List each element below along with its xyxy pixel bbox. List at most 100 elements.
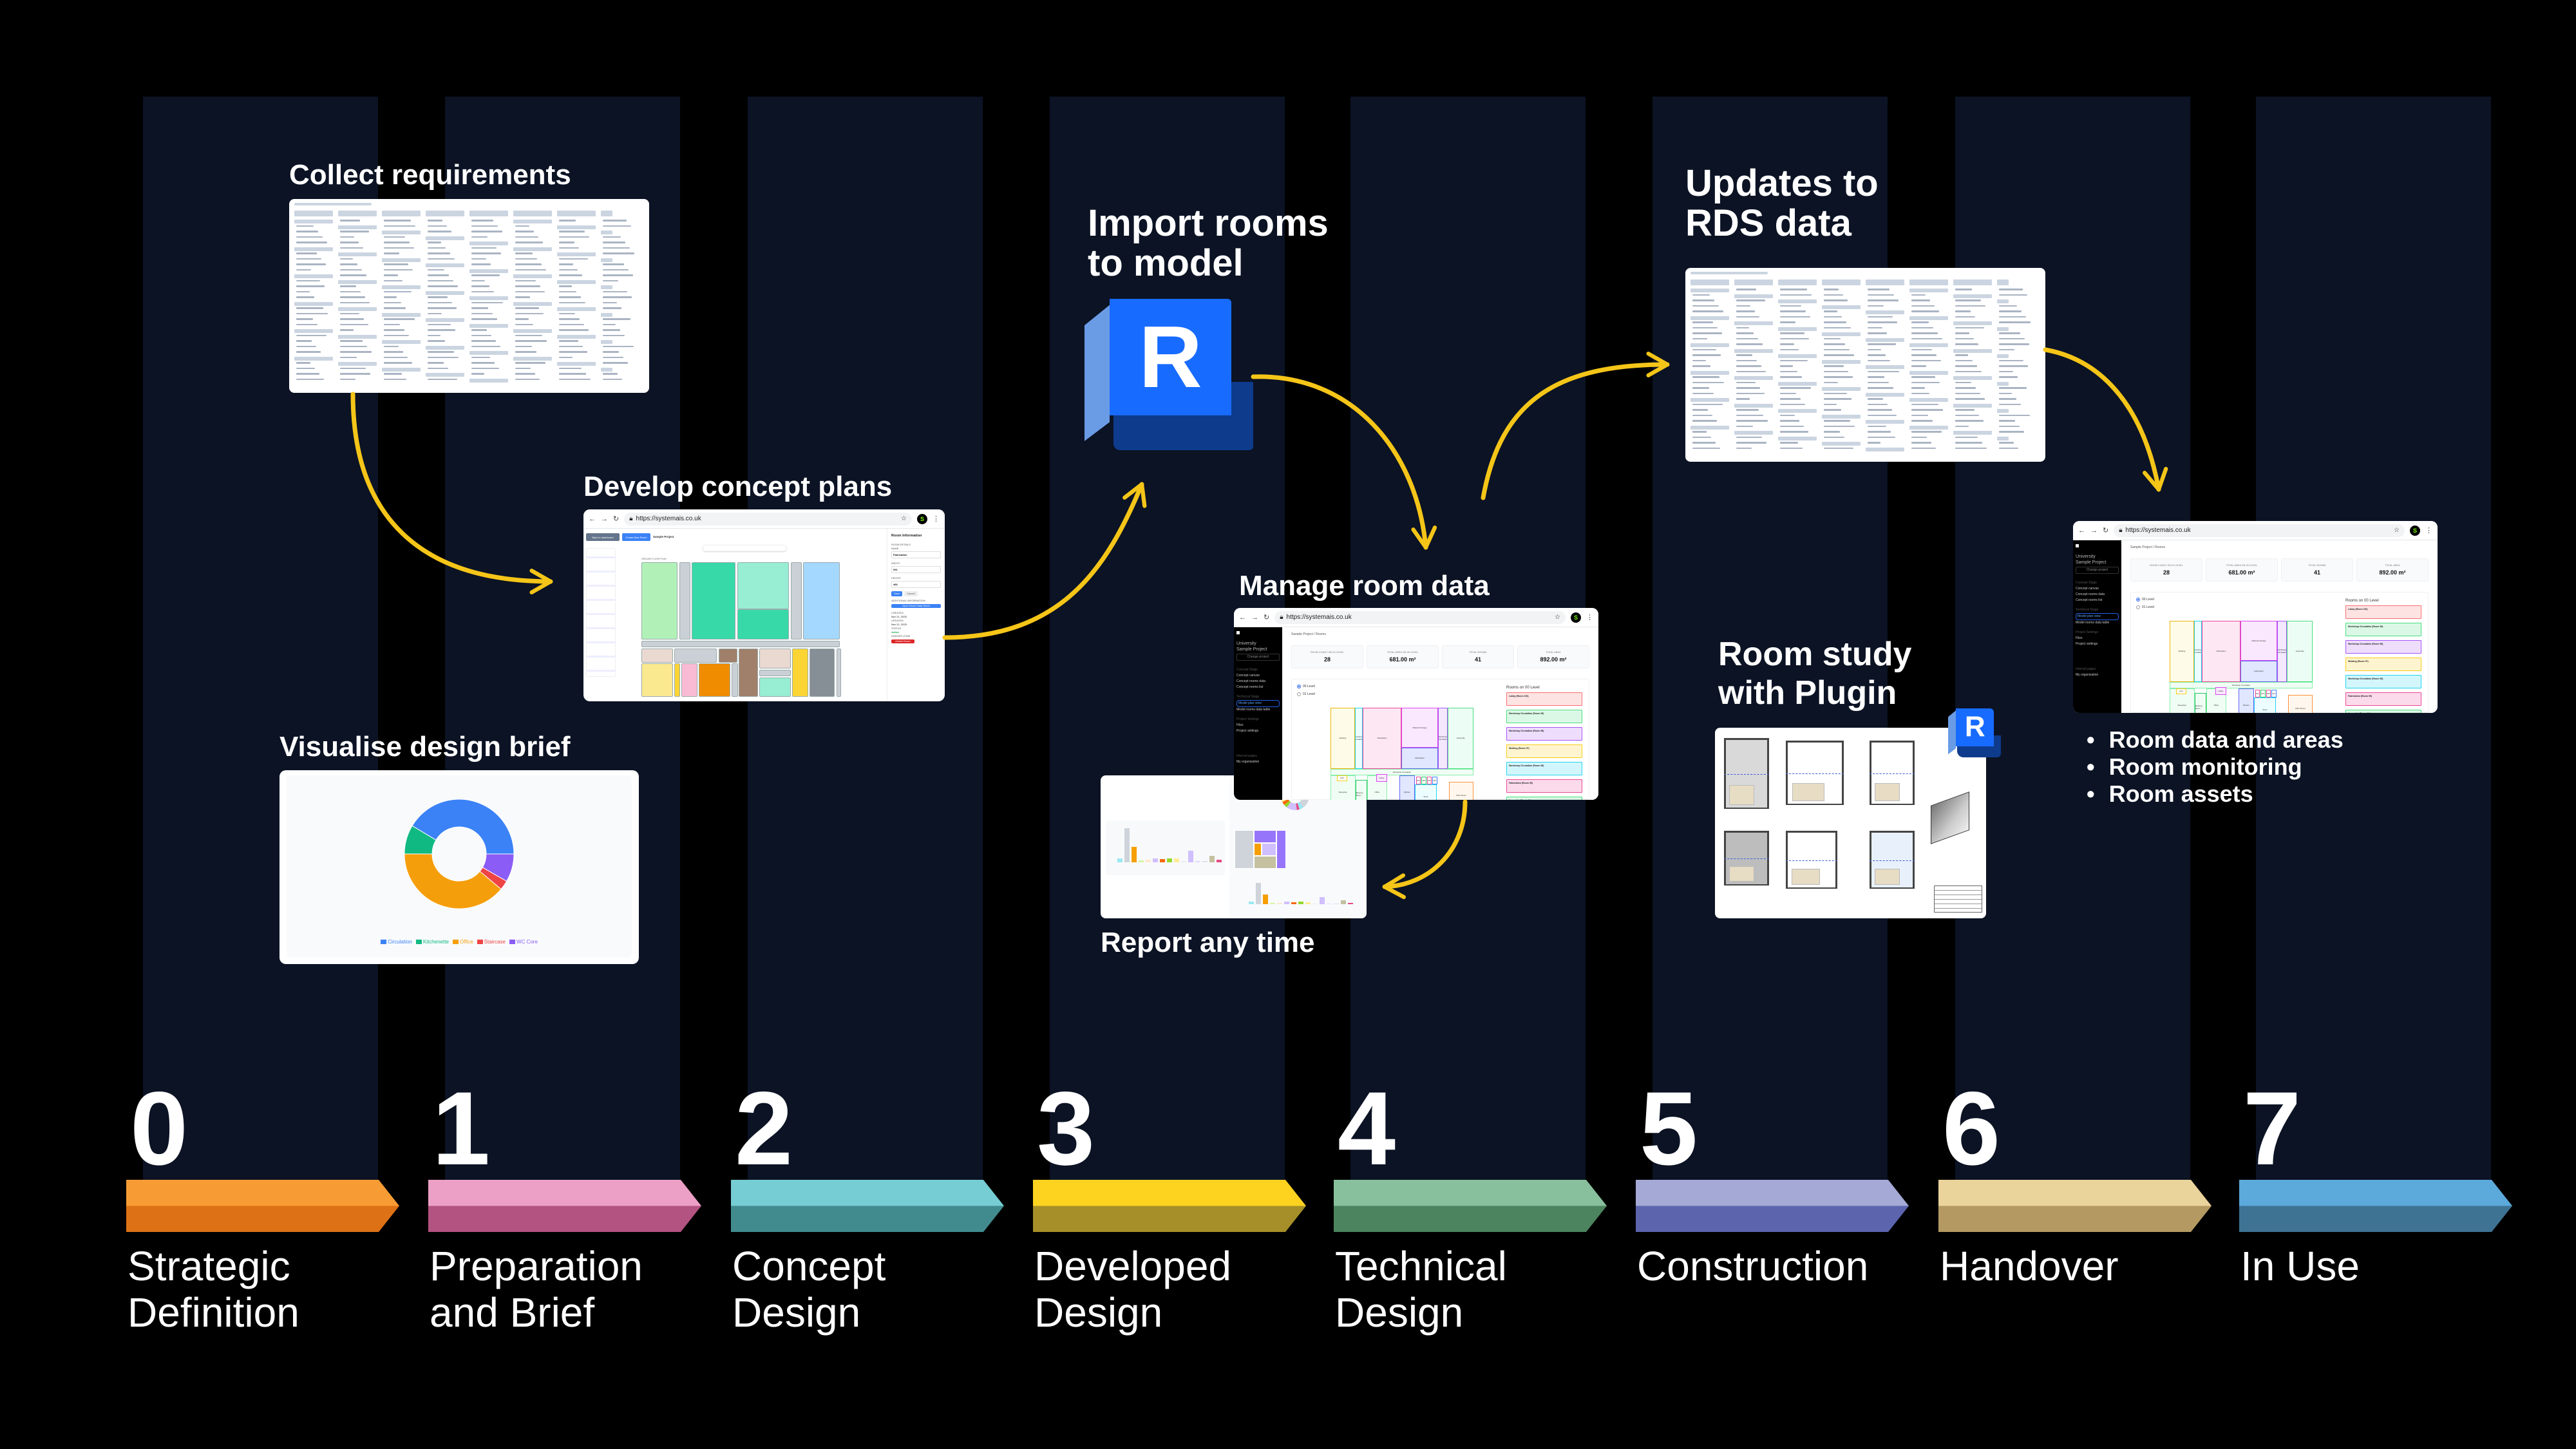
sheet-cell	[1780, 447, 1803, 449]
label: CREATED	[891, 611, 904, 614]
kebab-menu-icon: ⋮	[2425, 527, 2432, 535]
sidebar-section: Concept Stage	[2076, 581, 2098, 585]
sheet-column-header	[1909, 279, 1948, 285]
sheet-cell	[1868, 398, 1883, 400]
sheet-cell	[296, 225, 314, 227]
sheet-cell	[471, 274, 500, 276]
plan-room: Material Storage	[1401, 708, 1438, 748]
sheet-cell	[1911, 348, 1932, 350]
avatar: S	[917, 513, 927, 524]
sheet-cell	[557, 334, 596, 339]
sheet-cell	[603, 252, 634, 254]
sheet-cell	[513, 247, 552, 251]
sheet-cell	[1822, 332, 1861, 336]
canvas-room	[718, 649, 737, 663]
sheet-cell	[603, 247, 630, 249]
sheet-cell	[1999, 359, 2023, 361]
sheet-cell	[603, 269, 629, 270]
dimension-line	[1786, 860, 1837, 861]
plan-panel: 00 Level 01 Level WeldingWorkshop Circul…	[1291, 679, 1589, 800]
sheet-cell	[471, 247, 497, 249]
canvas-room	[759, 670, 791, 676]
sheet-cell	[515, 296, 530, 298]
sheet-cell	[384, 269, 413, 270]
project-title: University	[2076, 554, 2096, 559]
sheet-cell	[471, 356, 490, 358]
sheet-cell	[428, 247, 446, 249]
sidebar-item-project-settings: Project settings	[2076, 642, 2098, 646]
sheet-cell	[1736, 359, 1757, 361]
sheet-cell	[1999, 442, 2014, 444]
sheet-cell	[1911, 436, 1927, 438]
star-icon: ☆	[2394, 527, 2400, 534]
plan-room: Workshop Circulation	[1354, 708, 1363, 769]
sheet-cell	[471, 362, 495, 364]
sheet-cell	[1955, 370, 1982, 372]
sheet-cell	[559, 329, 589, 331]
plan-room-label: Material Storage	[1412, 726, 1427, 729]
stage-chevron	[1938, 1180, 2211, 1232]
sidebar-item-files: Files	[2076, 636, 2083, 640]
sheet-cell	[340, 258, 353, 260]
sheet-cell	[1911, 332, 1938, 334]
sheet-cell	[340, 378, 355, 380]
canvas-room	[790, 562, 802, 639]
plan-room: Plant Room	[1449, 782, 1473, 800]
sheet-cell	[515, 269, 546, 270]
sheet-cell	[471, 279, 485, 281]
sheet-cell	[1911, 354, 1937, 356]
sheet-cell	[1780, 305, 1801, 307]
sheet-cell	[559, 367, 582, 369]
plan-room: Workshop Circulation	[2277, 621, 2287, 682]
sheet-cell	[426, 318, 464, 322]
sheet-cell	[1824, 348, 1850, 350]
sheet-cell	[1780, 289, 1807, 290]
sheet-cell	[1736, 327, 1749, 328]
sheet-cell	[515, 242, 543, 243]
stage-label-line: Strategic	[128, 1243, 290, 1289]
sheet-cell	[1909, 398, 1948, 402]
plan-room-label: WC	[2255, 692, 2259, 695]
treemap-cell	[1262, 843, 1276, 856]
sheet-cell	[1692, 442, 1716, 444]
sheet-cell	[384, 318, 415, 320]
plan-room: Workshop Circulation	[1331, 768, 1473, 775]
sheet-cell	[384, 290, 412, 292]
plan-room: WC	[2271, 689, 2277, 697]
sheet-cell	[1868, 359, 1890, 361]
sheet-cell	[340, 356, 357, 358]
breadcrumb: Sample Project / Rooms	[1291, 632, 1326, 636]
plan-room: WC	[2260, 689, 2266, 697]
sheet-cell	[603, 362, 628, 364]
sheet-cell	[1955, 392, 1980, 394]
sheet-cell	[1997, 409, 2009, 413]
sheet-cell	[1999, 305, 2017, 307]
furniture	[1792, 782, 1825, 801]
label: ROOM DETAILS	[891, 543, 911, 546]
plan-room-label: Plant Room	[2295, 706, 2306, 710]
sheet-cell	[1868, 442, 1880, 444]
chart-bar	[1209, 855, 1215, 862]
chart-bar	[1263, 895, 1268, 904]
sheet-cell	[515, 225, 529, 227]
sheet-cell	[1955, 299, 1981, 301]
stage-label-line: and Brief	[430, 1289, 595, 1336]
furniture	[1791, 868, 1821, 885]
heading-line: to model	[1088, 242, 1244, 284]
sheet-cell	[1999, 420, 2015, 422]
sheet-cell	[1780, 420, 1799, 422]
sheet-cell	[557, 279, 596, 284]
sheet-cell	[601, 258, 612, 262]
sheet-cell	[1780, 359, 1808, 361]
sheet-cell	[1999, 310, 2022, 312]
sheet-cell	[471, 340, 496, 342]
heading-line: Room study	[1718, 636, 1912, 673]
concept-plans-screenshot: ←→↻ 🔒︎https://systemais.co.uk☆ S⋮ Back t…	[583, 509, 945, 701]
sheet-cell	[515, 334, 542, 336]
open-room-data-sheet-button: Open Room Data Sheet	[891, 604, 941, 608]
sheet-cell	[296, 318, 313, 320]
sheet-cell	[1955, 343, 1978, 345]
heading-collect-requirements: Collect requirements	[289, 159, 571, 191]
sheet-cell	[1780, 348, 1799, 350]
